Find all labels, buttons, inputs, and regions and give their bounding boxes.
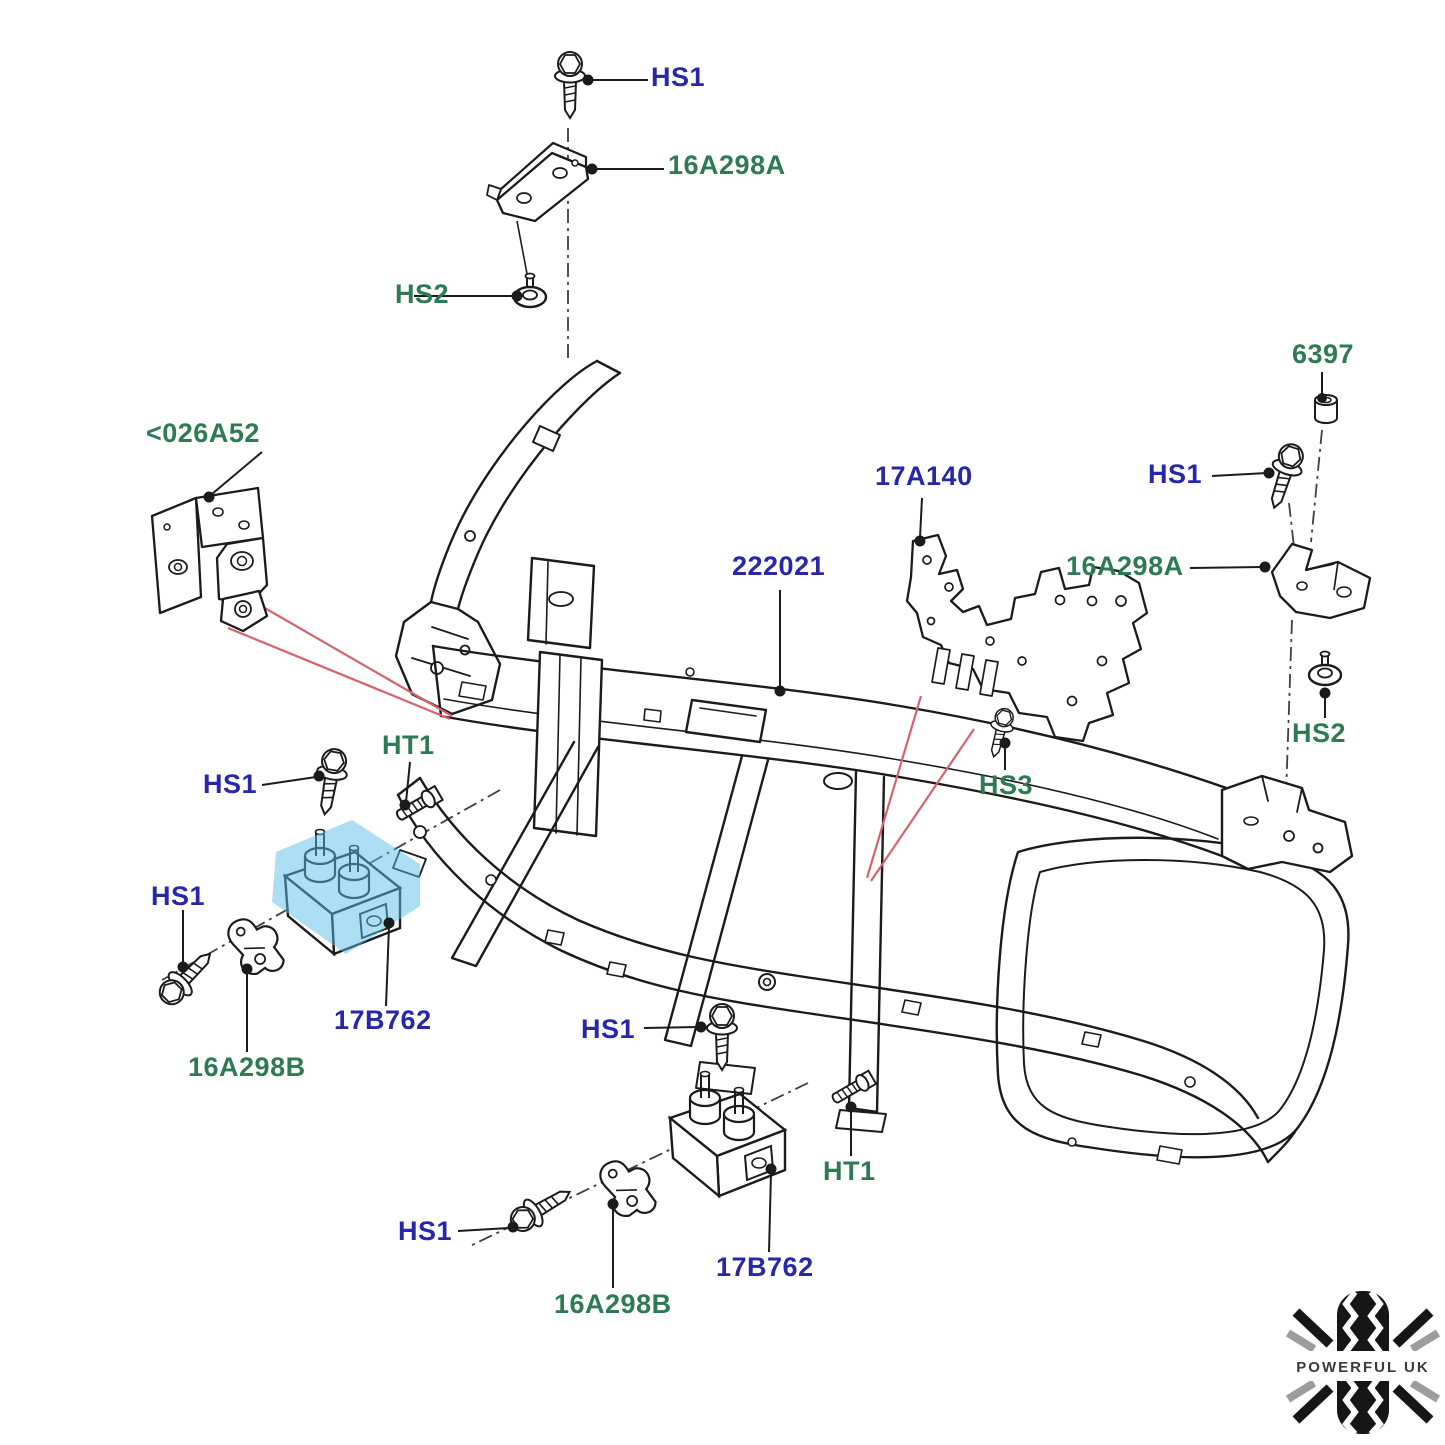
- stud-ht1-right: [828, 1068, 878, 1108]
- bracket-17a140: [905, 533, 1149, 743]
- callout-16a298b-left: 16A298B: [188, 1052, 306, 1082]
- callout-hs1-bottomleft: HS1: [398, 1216, 453, 1246]
- callout-16a298a-right: 16A298A: [1066, 551, 1184, 581]
- bolt-hs1-left: [151, 942, 222, 1013]
- bracket-16a298b-bottom: [595, 1151, 661, 1225]
- callout-hs3: HS3: [979, 770, 1034, 800]
- callout-17a140: 17A140: [875, 461, 973, 491]
- callout-16a298b-bottom: 16A298B: [554, 1289, 672, 1319]
- bracket-16a298b-left: [223, 909, 289, 983]
- callout-17b762-bottom: 17B762: [716, 1252, 814, 1282]
- logo-text: POWERFUL UK: [1296, 1359, 1429, 1376]
- red-pointer-lines: [227, 606, 975, 882]
- callout-026a52: <026A52: [146, 418, 260, 448]
- bracket-16a298a-top: [486, 141, 590, 223]
- front-panel-222021: [392, 359, 1354, 1165]
- callout-17b762-left: 17B762: [334, 1005, 432, 1035]
- flag-diagonals: [1285, 1308, 1441, 1424]
- callout-16a298a-top: 16A298A: [668, 150, 786, 180]
- callout-6397: 6397: [1292, 339, 1355, 369]
- callout-hs2-right: HS2: [1292, 718, 1347, 748]
- bolt-hs1-midleft: [308, 745, 352, 818]
- callout-hs1-right: HS1: [1148, 459, 1203, 489]
- callout-hs2-top: HS2: [395, 279, 450, 309]
- callout-ht1-right: HT1: [823, 1156, 876, 1186]
- leader-lines: [177, 74, 1331, 1288]
- callout-hs1-left: HS1: [151, 881, 206, 911]
- callout-hs1-top: HS1: [651, 62, 706, 92]
- bracket-16a298a-right: [1270, 542, 1372, 620]
- bolt-hs1-bottom: [706, 1003, 738, 1071]
- screw-hs3: [982, 705, 1019, 761]
- callout-hs1-midleft: HS1: [203, 769, 258, 799]
- powerful-uk-logo: POWERFUL UK: [1284, 1290, 1444, 1437]
- bracket-026a52: [150, 486, 269, 633]
- callout-222021: 222021: [732, 551, 826, 581]
- alignment-line: [516, 220, 529, 280]
- callout-hs1-bottom: HS1: [581, 1014, 636, 1044]
- bolt-hs1-top: [554, 51, 586, 119]
- highlight-overlay: [272, 820, 420, 954]
- block-17b762-left: [272, 820, 420, 956]
- pushpin-hs2-right: [1307, 650, 1343, 687]
- pushpin-hs2-top: [512, 272, 548, 309]
- callout-ht1-left: HT1: [382, 730, 435, 760]
